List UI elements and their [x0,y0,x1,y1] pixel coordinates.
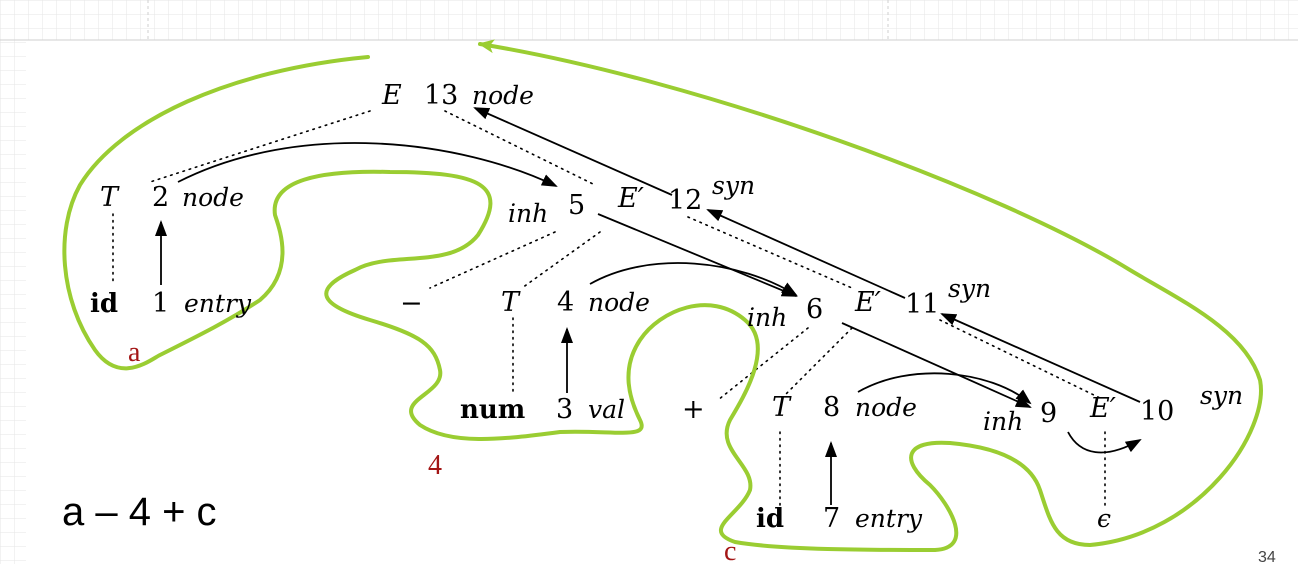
svg-text:syn: syn [712,171,755,200]
parse-tree-edges [112,110,1106,506]
svg-text:12: 12 [668,185,702,216]
node-ep11: 11 syn [905,274,991,320]
node-num3: num 3 val [460,394,625,425]
plus-token: + [682,394,705,425]
svg-text:node: node [472,81,534,110]
page-number: 34 [1258,549,1276,564]
node-t4: T 4 node [501,287,650,318]
node-ep10: 10 syn [1140,381,1243,427]
svg-text:10: 10 [1140,396,1174,427]
svg-text:E′: E′ [854,287,881,318]
svg-text:5: 5 [568,190,585,221]
node-id7: id 7 entry [756,503,923,534]
svg-text:inh: inh [983,407,1023,436]
svg-text:inh: inh [747,303,787,332]
edge-e-ep5 [444,110,596,186]
edge-ep5-ep6 [687,216,853,289]
edge-ep5-minus [429,231,556,289]
node-ep6: inh 6 E′ [747,287,881,332]
edge-ep6-plus [717,327,809,401]
edge-ep6-t8 [781,327,853,399]
edge-ep5-t4 [521,231,601,289]
arrow-12-13 [473,107,673,196]
arrow-2-5 [177,142,558,187]
edge-e-t [149,110,371,183]
arrow-9-10 [1067,431,1142,454]
arrow-4-6 [589,262,798,297]
node-ep9: inh 9 E′ [983,393,1116,436]
expression: a – 4 + c [62,490,217,534]
arrow-10-11 [940,313,1141,403]
svg-text:T: T [501,287,521,318]
annotation-c: c [724,536,736,564]
svg-text:1: 1 [152,288,169,319]
arrow-6-9 [841,322,1032,408]
svg-text:E′: E′ [617,183,644,214]
svg-text:13: 13 [424,80,458,111]
svg-text:entry: entry [184,289,252,318]
svg-text:id: id [756,504,784,534]
svg-text:val: val [588,395,625,424]
svg-text:2: 2 [152,182,169,213]
node-t8: T 8 node [772,392,917,423]
svg-text:E′: E′ [1089,393,1116,424]
svg-text:8: 8 [823,392,840,423]
svg-text:11: 11 [905,289,939,320]
svg-text:inh: inh [508,199,548,228]
arrow-8-9 [857,372,1032,405]
annotation-4: 4 [428,450,442,481]
svg-text:9: 9 [1040,398,1057,429]
svg-text:syn: syn [948,274,991,303]
svg-text:node: node [182,183,244,212]
arrow-5-6 [597,213,798,297]
node-e13: E 13 node [381,80,534,111]
node-ep5: inh 5 E′ [508,183,644,228]
svg-text:node: node [588,288,650,317]
svg-text:num: num [460,395,525,425]
dependency-arrows [155,107,1142,505]
svg-text:id: id [90,289,118,319]
epsilon-node: ϵ [1097,504,1111,533]
svg-text:E: E [381,80,402,111]
arrow-11-12 [706,209,906,299]
svg-text:entry: entry [855,504,923,533]
svg-text:node: node [855,393,917,422]
svg-text:T: T [100,182,120,213]
node-t2: T 2 node [100,182,244,213]
svg-text:7: 7 [823,503,840,534]
svg-text:4: 4 [557,287,574,318]
svg-text:T: T [772,392,792,423]
node-id1: id 1 entry [90,288,252,319]
svg-text:syn: syn [1200,381,1243,410]
annotation-a: a [128,337,141,368]
edge-ep6-ep9 [939,319,1101,399]
svg-text:6: 6 [806,294,823,325]
traversal-path [62,39,1263,552]
svg-text:3: 3 [556,394,573,425]
minus-token: − [400,288,423,319]
node-ep12: 12 syn [668,171,755,216]
